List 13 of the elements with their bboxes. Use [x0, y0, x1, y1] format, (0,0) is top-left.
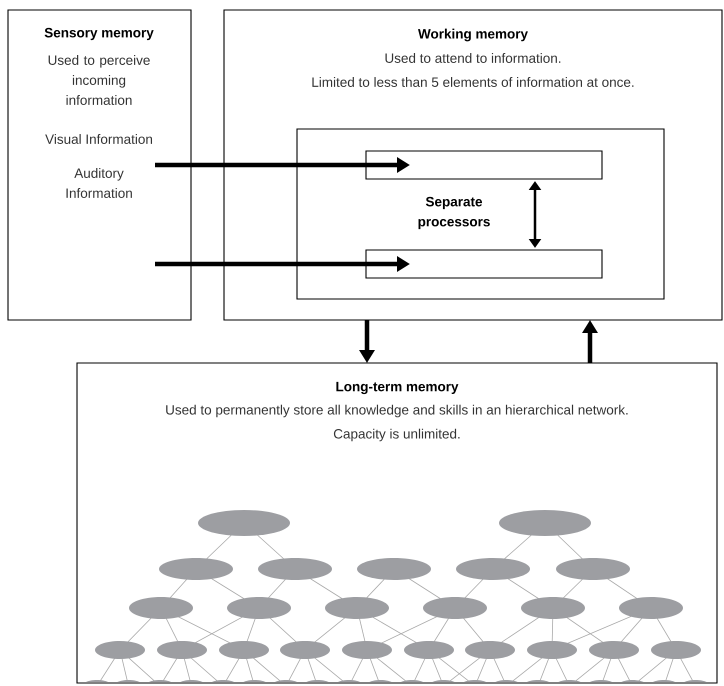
- processor-bar: [365, 150, 603, 180]
- processor-bar: [365, 249, 603, 279]
- description: Used to perceive incoming information: [48, 55, 150, 105]
- description: Limited to less than 5 elements of information at once.: [312, 77, 634, 87]
- heading: Working memory: [418, 28, 528, 42]
- heading: Sensory memory: [44, 28, 154, 40]
- description: Auditory Information: [66, 168, 132, 198]
- heading: Long-term memory: [336, 382, 458, 394]
- heading: Separate processors: [418, 196, 490, 230]
- description: Used to permanently store all knowledge and skills in an hierarchical network.: [166, 404, 628, 418]
- description: Capacity is unlimited.: [334, 428, 460, 442]
- description: Visual Information: [45, 134, 152, 144]
- description: Used to attend to information.: [385, 53, 560, 63]
